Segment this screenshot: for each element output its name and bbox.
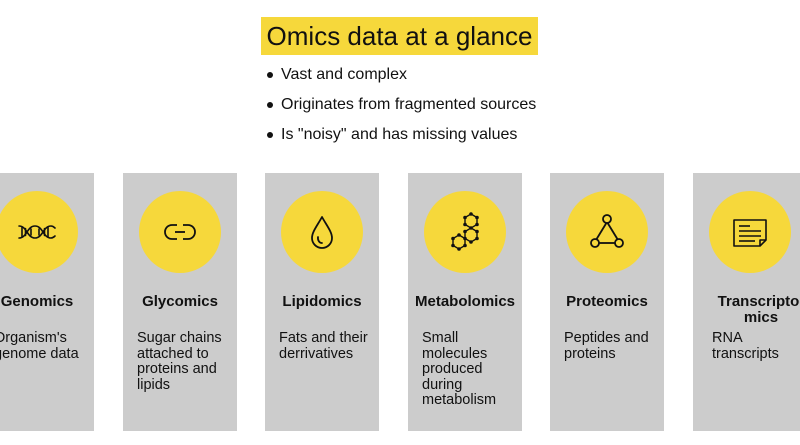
card-proteomics: Proteomics Peptides and proteins: [550, 173, 664, 431]
card-title: Metabolomics: [414, 293, 516, 310]
card-description: Small molecules produced during metaboli…: [422, 330, 497, 408]
icon-circle: [281, 191, 363, 273]
bullet-item: Originates from fragmented sources: [267, 94, 536, 124]
icon-circle: [139, 191, 221, 273]
card-genomics: Genomics Organism's genome data: [0, 173, 94, 431]
card-description: RNA transcripts: [712, 330, 779, 362]
icon-circle: [424, 191, 506, 273]
triangle-network-icon: [590, 214, 624, 248]
document-icon: [733, 219, 767, 247]
card-title: Genomics: [0, 293, 74, 310]
droplet-icon: [311, 216, 333, 249]
card-title: Transcripto- mics: [717, 293, 800, 326]
dna-icon: [18, 225, 56, 239]
page-title: Omics data at a glance: [261, 17, 538, 55]
card-title: Lipidomics: [282, 293, 362, 310]
molecule-icon: [451, 212, 479, 251]
icon-circle: [566, 191, 648, 273]
card-description: Peptides and proteins: [564, 330, 649, 362]
card-glycomics: Glycomics Sugar chains attached to prote…: [123, 173, 237, 431]
card-transcriptomics: Transcripto- mics RNA transcripts: [693, 173, 800, 431]
card-description: Fats and their derrivatives: [279, 330, 368, 362]
card-lipidomics: Lipidomics Fats and their derrivatives: [265, 173, 379, 431]
card-metabolomics: Metabolomics Small molecules produced du…: [408, 173, 522, 431]
bullet-item: Is "noisy" and has missing values: [267, 124, 536, 154]
card-title: Proteomics: [566, 293, 648, 310]
card-description: Sugar chains attached to proteins and li…: [137, 330, 222, 393]
card-description: Organism's genome data: [0, 330, 79, 362]
card-title: Glycomics: [142, 293, 218, 310]
icon-circle: [0, 191, 78, 273]
bullet-item: Vast and complex: [267, 64, 536, 94]
chain-link-icon: [164, 224, 196, 240]
bullet-list: Vast and complex Originates from fragmen…: [267, 64, 536, 154]
icon-circle: [709, 191, 791, 273]
